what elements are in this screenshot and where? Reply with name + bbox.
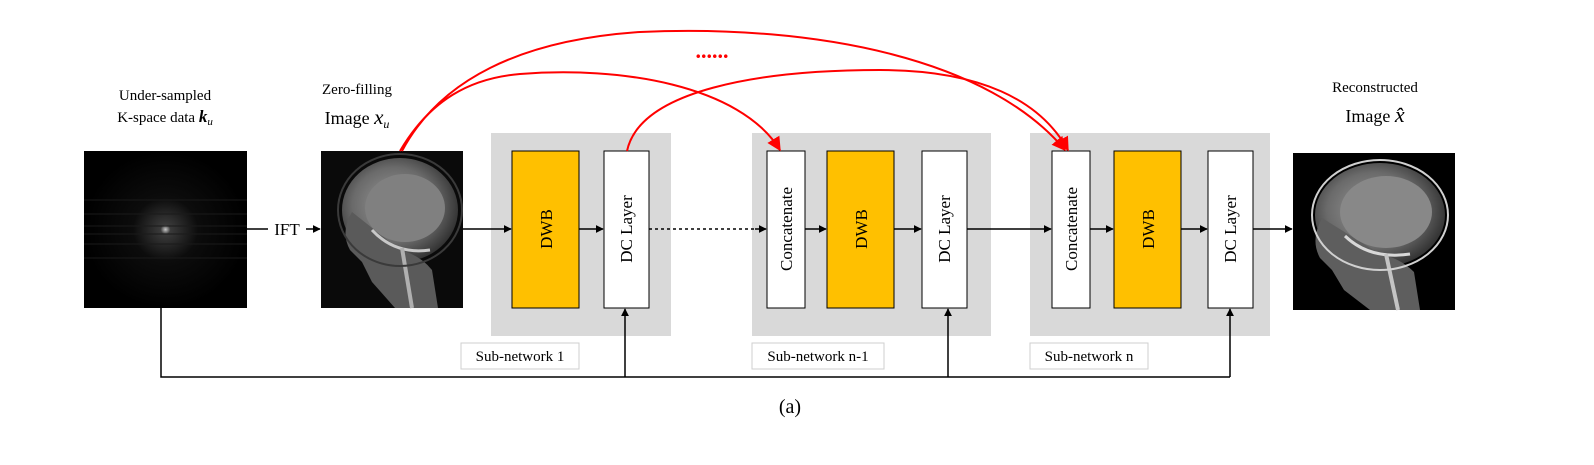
dc-layer-block-n xyxy=(1207,150,1254,309)
input-label-text: K-space data xyxy=(117,110,195,126)
subnetwork-label-n-1: Sub-network n-1 xyxy=(751,342,885,370)
output-symbol: x̂ xyxy=(1394,102,1405,127)
ift-label: IFT xyxy=(274,220,300,239)
subnetwork-label-1: Sub-network 1 xyxy=(460,342,580,370)
zero-filling-label-line2: Image xu xyxy=(325,105,390,131)
dwb-block-n-1 xyxy=(826,150,895,309)
zero-filling-symbol: x xyxy=(373,105,384,129)
dwb-label-1: DWB xyxy=(537,209,556,249)
zero-filling-subscript: u xyxy=(383,117,389,131)
dc-layer-block-n-1 xyxy=(921,150,968,309)
zero-filling-label-text: Image xyxy=(325,108,370,128)
figure-caption: (a) xyxy=(779,396,801,418)
zero-filling-mri-image xyxy=(321,151,463,309)
output-label-line1: Reconstructed xyxy=(1332,80,1418,96)
dc-layer-label-n-1: DC Layer xyxy=(935,195,954,263)
input-label-line2: K-space data ku xyxy=(117,107,213,128)
input-symbol: k xyxy=(199,107,208,126)
dc-layer-label-n: DC Layer xyxy=(1221,195,1240,263)
subnetwork-label-n-1-text: Sub-network n-1 xyxy=(767,349,868,365)
reconstructed-mri-image xyxy=(1293,153,1455,311)
skip-dc-1-to-concat-n xyxy=(626,68,1069,152)
ellipsis-mark: ...... xyxy=(696,38,729,63)
skip-zero-filling-to-concat-n-1 xyxy=(399,71,781,152)
concatenate-block-n-1 xyxy=(766,150,806,309)
dwb-label-n: DWB xyxy=(1139,209,1158,249)
concatenate-label-n: Concatenate xyxy=(1062,187,1081,271)
kspace-image xyxy=(84,151,247,308)
zero-filling-label-line1: Zero-filling xyxy=(322,82,392,98)
output-label-line2: Image x̂ xyxy=(1345,102,1404,127)
dwb-label-n-1: DWB xyxy=(852,209,871,249)
output-label-text: Image xyxy=(1345,106,1390,126)
concatenate-block-n xyxy=(1051,150,1091,309)
concatenate-label-n-1: Concatenate xyxy=(777,187,796,271)
input-subscript: u xyxy=(207,116,213,128)
subnetwork-label-n: Sub-network n xyxy=(1029,342,1149,370)
subnetwork-label-n-text: Sub-network n xyxy=(1045,349,1134,365)
dc-layer-label-1: DC Layer xyxy=(617,195,636,263)
skip-zero-filling-to-concat-n xyxy=(401,29,1066,152)
input-label-line1: Under-sampled xyxy=(119,88,212,104)
subnetwork-label-1-text: Sub-network 1 xyxy=(476,349,565,365)
kspace-bus-line xyxy=(160,308,1230,378)
dwb-block-n xyxy=(1113,150,1182,309)
